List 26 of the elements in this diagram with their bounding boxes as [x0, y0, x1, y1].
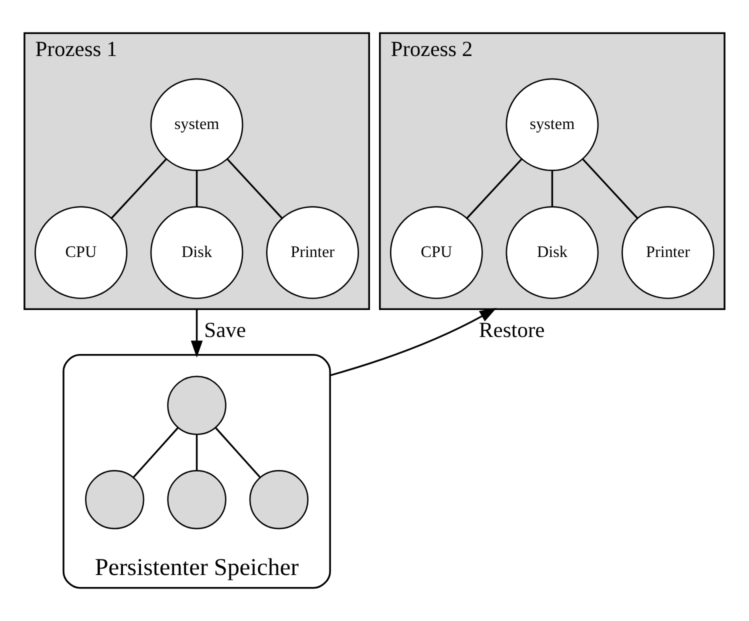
connector [551, 170, 554, 206]
connector [215, 427, 261, 478]
node-circle [85, 470, 144, 530]
arrow [330, 308, 497, 376]
node-circle [167, 376, 226, 436]
node-circle: system [506, 78, 599, 172]
connector [582, 158, 638, 219]
node-circle: Printer [622, 206, 714, 300]
arrow [190, 309, 203, 358]
connector [466, 158, 522, 219]
connector [196, 434, 198, 471]
node-circle [249, 470, 309, 530]
connector [226, 158, 283, 219]
connector [132, 427, 178, 478]
connector [196, 170, 198, 206]
node-circle: CPU [34, 206, 128, 300]
node-circle [167, 470, 226, 530]
node-circle: Disk [506, 206, 599, 300]
edge-label: Restore [478, 318, 545, 342]
node-circle: system [150, 78, 244, 172]
node-circle: Printer [266, 206, 360, 300]
node-circle: Disk [150, 206, 244, 300]
connector [110, 158, 167, 219]
edge-label: Save [204, 318, 246, 342]
cluster: Persistenter Speicher [62, 354, 331, 589]
node-circle: CPU [390, 206, 483, 300]
